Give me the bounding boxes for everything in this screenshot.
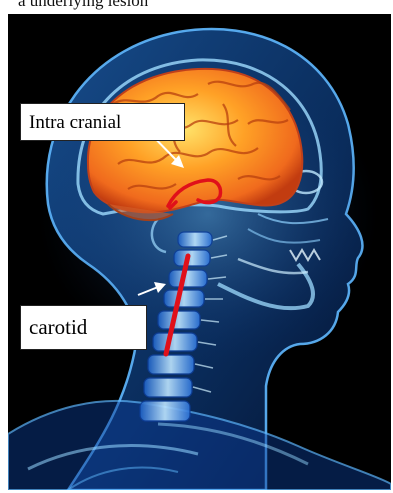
anatomy-figure: Intra cranial carotid: [8, 14, 391, 490]
caption-text: a underlying lesion: [18, 0, 148, 11]
anatomy-illustration: [8, 14, 391, 490]
carotid-label: carotid: [20, 305, 147, 350]
intracranial-label: Intra cranial: [20, 103, 185, 141]
caption-strip: a underlying lesion: [0, 0, 393, 14]
intracranial-label-text: Intra cranial: [29, 113, 121, 132]
carotid-label-text: carotid: [29, 317, 87, 338]
